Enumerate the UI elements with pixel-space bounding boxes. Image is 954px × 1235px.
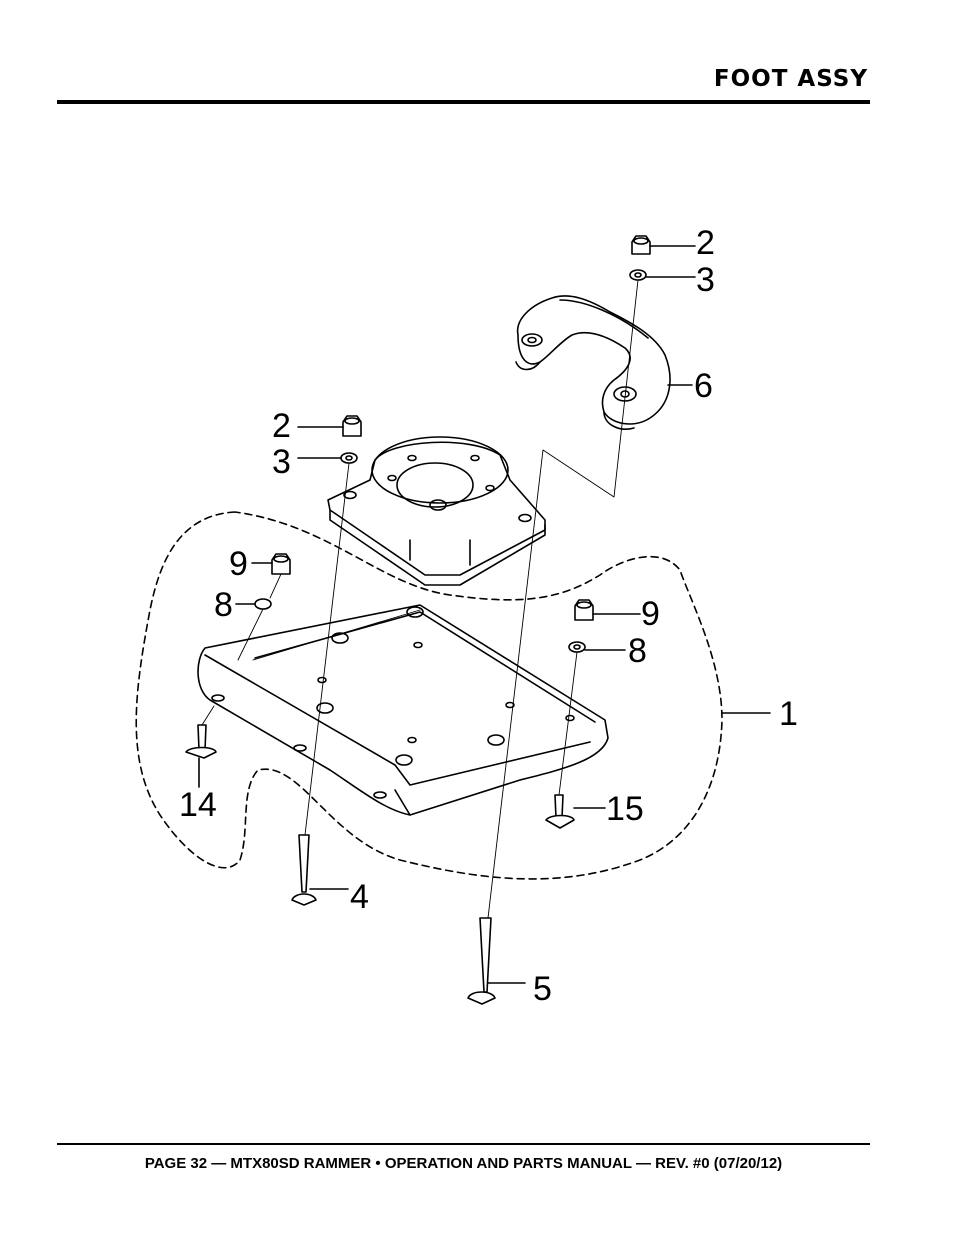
- assembly-boundary: [135, 511, 723, 880]
- handle: [515, 295, 671, 430]
- nut-9-right: [574, 599, 594, 621]
- page-title: FOOT ASSY: [713, 66, 868, 92]
- washer-left: [340, 452, 358, 464]
- footer-rule: [57, 1143, 870, 1145]
- screw-14: [185, 724, 217, 759]
- header-rule: [57, 100, 870, 104]
- callout-14: 14: [179, 786, 217, 824]
- nut-9-left: [271, 553, 291, 575]
- callout-2-top: 2: [696, 224, 715, 262]
- housing-flange: [327, 436, 546, 586]
- nut-top: [631, 235, 651, 255]
- callout-2-left: 2: [272, 407, 291, 445]
- washer-8-left: [254, 598, 272, 610]
- nut-left: [342, 415, 362, 437]
- callout-3-left: 3: [272, 443, 291, 481]
- screw-15: [545, 794, 575, 829]
- callout-3-top: 3: [696, 261, 715, 299]
- callout-15: 15: [606, 790, 644, 828]
- washer-8-right: [568, 641, 586, 653]
- washer-top: [629, 269, 647, 281]
- foot-plate: [197, 604, 609, 816]
- callout-9-right: 9: [641, 595, 660, 633]
- callout-1: 1: [779, 695, 798, 733]
- callout-5: 5: [533, 970, 552, 1008]
- callout-9-left: 9: [229, 545, 248, 583]
- callout-4: 4: [350, 878, 369, 916]
- callout-8-right: 8: [628, 632, 647, 670]
- callout-8-left: 8: [214, 586, 233, 624]
- page-footer: PAGE 32 — MTX80SD RAMMER • OPERATION AND…: [144, 1155, 783, 1172]
- bolt-4: [291, 834, 317, 906]
- callout-6: 6: [694, 367, 713, 405]
- bolt-5: [467, 917, 496, 1005]
